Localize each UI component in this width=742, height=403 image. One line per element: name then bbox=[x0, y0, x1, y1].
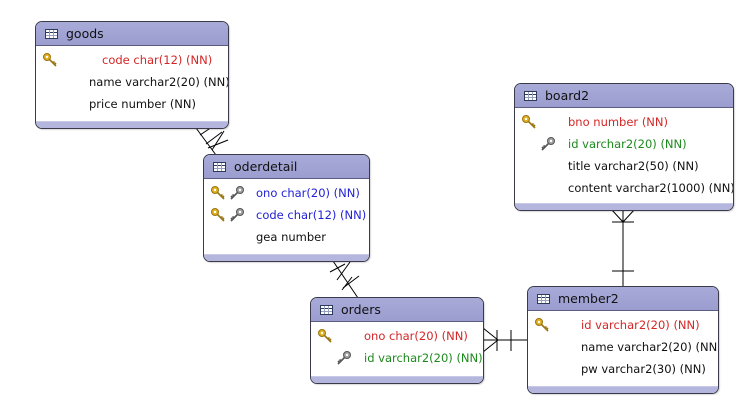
column-row[interactable]: title varchar2(50) (NN) bbox=[515, 155, 733, 177]
column-row[interactable]: code char(12) (NN) bbox=[204, 204, 369, 226]
column-label: gea number bbox=[256, 230, 326, 244]
table-icon bbox=[45, 28, 58, 39]
column-label: name varchar2(20) (NN) bbox=[581, 340, 719, 354]
entity-footer bbox=[204, 254, 369, 261]
column-label: pw varchar2(30) (NN) bbox=[581, 362, 706, 376]
table-icon bbox=[213, 161, 226, 172]
column-label: content varchar2(1000) (NN) bbox=[568, 181, 734, 195]
fk-key-icon bbox=[541, 137, 555, 151]
column-row[interactable]: name varchar2(20) (NN) bbox=[36, 71, 228, 93]
relationship-member2-orders[interactable] bbox=[482, 327, 527, 353]
entity-goods[interactable]: goods code char(12) (NN) name varchar2(2… bbox=[35, 21, 229, 129]
entity-title: orders bbox=[341, 302, 381, 317]
entity-title: member2 bbox=[558, 291, 619, 306]
fk-key-icon bbox=[230, 208, 244, 222]
column-row[interactable]: gea number bbox=[204, 226, 369, 248]
entity-member2[interactable]: member2 id varchar2(20) (NN) name varcha… bbox=[527, 286, 719, 394]
entity-header: board2 bbox=[515, 84, 733, 108]
pk-key-icon bbox=[535, 318, 549, 332]
entity-board2[interactable]: board2 bno number (NN) id varchar2(20) (… bbox=[514, 83, 734, 211]
column-row[interactable]: id varchar2(20) (NN) bbox=[528, 314, 718, 336]
column-row[interactable]: id varchar2(20) (NN) bbox=[515, 133, 733, 155]
entity-footer bbox=[515, 203, 733, 210]
pk-key-icon bbox=[43, 53, 57, 67]
pk-key-icon bbox=[211, 208, 225, 222]
entity-title: board2 bbox=[545, 88, 590, 103]
entity-footer bbox=[311, 376, 483, 383]
column-label: price number (NN) bbox=[89, 97, 196, 111]
column-label: bno number (NN) bbox=[568, 115, 668, 129]
column-row[interactable]: price number (NN) bbox=[36, 93, 228, 115]
entity-title: goods bbox=[66, 26, 104, 41]
column-label: ono char(20) (NN) bbox=[364, 329, 468, 343]
entity-header: member2 bbox=[528, 287, 718, 311]
column-label: id varchar2(20) (NN) bbox=[581, 318, 700, 332]
column-label: id varchar2(20) (NN) bbox=[364, 351, 483, 365]
pk-key-icon bbox=[318, 329, 332, 343]
column-row[interactable]: pw varchar2(30) (NN) bbox=[528, 358, 718, 380]
column-label: name varchar2(20) (NN) bbox=[89, 75, 229, 89]
table-icon bbox=[320, 304, 333, 315]
column-row[interactable]: name varchar2(20) (NN) bbox=[528, 336, 718, 358]
column-label: code char(12) (NN) bbox=[256, 208, 367, 222]
entity-footer bbox=[528, 386, 718, 393]
column-row[interactable]: code char(12) (NN) bbox=[36, 49, 228, 71]
column-row[interactable]: bno number (NN) bbox=[515, 111, 733, 133]
pk-key-icon bbox=[211, 186, 225, 200]
column-label: code char(12) (NN) bbox=[102, 53, 213, 67]
table-icon bbox=[524, 90, 537, 101]
entity-header: oderdetail bbox=[204, 155, 369, 179]
table-icon bbox=[537, 293, 550, 304]
column-label: ono char(20) (NN) bbox=[256, 186, 360, 200]
column-row[interactable]: id varchar2(20) (NN) bbox=[311, 347, 483, 369]
column-row[interactable]: ono char(20) (NN) bbox=[311, 325, 483, 347]
fk-key-icon bbox=[337, 351, 351, 365]
fk-key-icon bbox=[230, 186, 244, 200]
relationship-goods-oderdetail[interactable] bbox=[195, 126, 229, 156]
relationship-member2-board2[interactable] bbox=[610, 208, 636, 287]
column-row[interactable]: content varchar2(1000) (NN) bbox=[515, 177, 733, 199]
column-row[interactable]: ono char(20) (NN) bbox=[204, 182, 369, 204]
entity-footer bbox=[36, 121, 228, 128]
entity-orders[interactable]: orders ono char(20) (NN) id varchar2(20)… bbox=[310, 297, 484, 384]
relationship-orders-oderdetail[interactable] bbox=[329, 260, 360, 299]
entity-header: orders bbox=[311, 298, 483, 322]
entity-oderdetail[interactable]: oderdetail ono char(20) (NN) code char(1… bbox=[203, 154, 370, 262]
entity-title: oderdetail bbox=[234, 159, 298, 174]
column-label: title varchar2(50) (NN) bbox=[568, 159, 699, 173]
entity-header: goods bbox=[36, 22, 228, 46]
column-label: id varchar2(20) (NN) bbox=[568, 137, 687, 151]
pk-key-icon bbox=[522, 115, 536, 129]
